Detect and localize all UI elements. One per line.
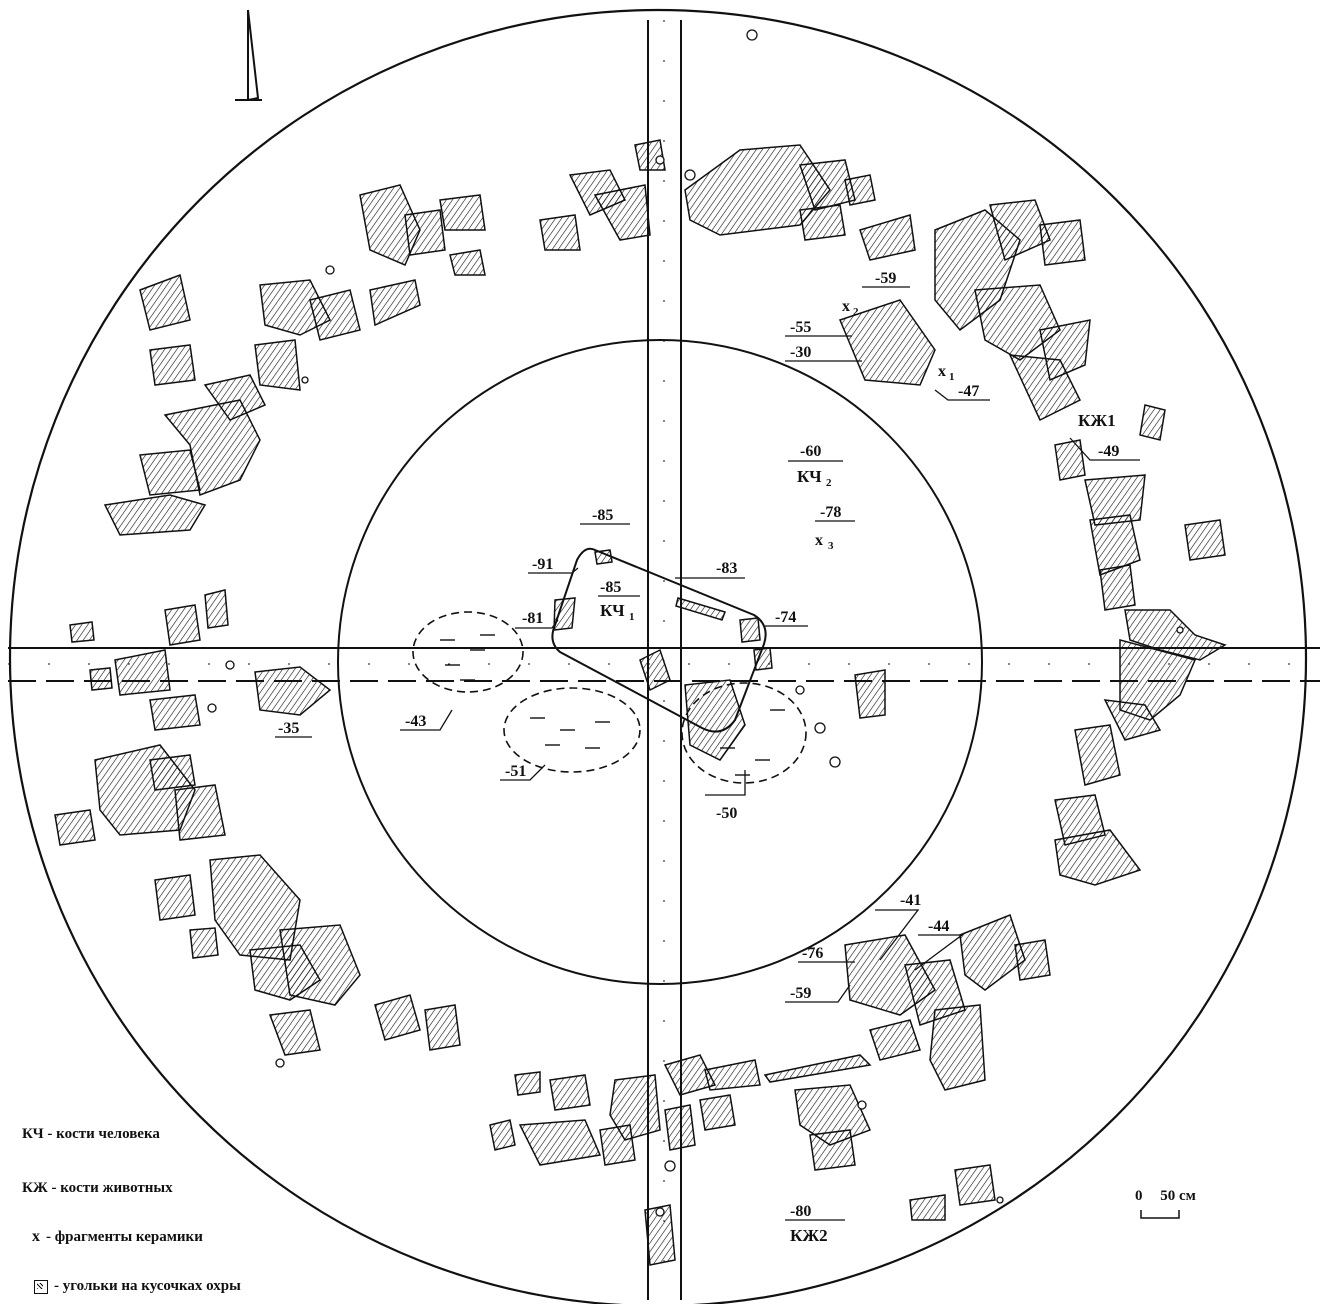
label-depth-59-bottom: -59: [790, 985, 811, 1002]
label-kch1: КЧ: [600, 601, 625, 620]
label-depth-35: -35: [278, 720, 299, 737]
legend-ceramics: х - фрагменты керамики: [32, 1228, 203, 1246]
label-depth-74: -74: [775, 609, 796, 626]
label-depth-83: -83: [716, 560, 737, 577]
label-depth-51: -51: [505, 763, 526, 780]
label-depth-30: -30: [790, 344, 811, 361]
north-arrow-icon: [235, 9, 262, 101]
label-depth-85-top: -85: [592, 507, 613, 524]
legend-kzh-text: КЖ - кости животных: [22, 1180, 173, 1196]
legend-kzh: КЖ - кости животных: [22, 1180, 173, 1197]
label-depth-50: -50: [716, 805, 737, 822]
label-depth-55: -55: [790, 319, 811, 336]
stone-clusters: [54, 139, 1227, 1266]
label-depth-81: -81: [522, 610, 543, 627]
scale-value: 50 см: [1160, 1188, 1196, 1204]
label-depth-60: -60: [800, 443, 821, 460]
scale-bar: 0 50 см: [1135, 1188, 1196, 1219]
label-depth-44: -44: [928, 918, 949, 935]
hatched-square-icon: [34, 1279, 48, 1294]
leader-lines: [275, 286, 1140, 1221]
depth-labels: -59 х 2 -55 -30 х 1 -47 КЖ1 -49 -60 КЧ 2…: [278, 270, 1119, 1245]
label-depth-85-mid: -85: [600, 579, 621, 596]
small-stones: [207, 29, 1184, 1217]
label-depth-80: -80: [790, 1203, 811, 1220]
label-depth-59-top: -59: [875, 270, 896, 287]
ceramic-marker-x3: х: [815, 532, 823, 549]
ceramic-marker-x1-sub: 1: [949, 371, 955, 383]
inner-ring: [337, 339, 983, 985]
legend-ceramics-text: - фрагменты керамики: [46, 1228, 203, 1245]
label-depth-47: -47: [958, 383, 979, 400]
ceramics-cross-icon: х: [32, 1228, 40, 1245]
label-kch1-sub: 1: [629, 611, 635, 623]
label-kch2: КЧ: [797, 467, 822, 486]
label-depth-76: -76: [802, 945, 823, 962]
label-depth-43: -43: [405, 713, 426, 730]
ceramic-marker-x2: х: [842, 298, 850, 315]
label-depth-41: -41: [900, 892, 921, 909]
ceramic-marker-x2-sub: 2: [853, 306, 859, 318]
scale-line: [1140, 1210, 1180, 1219]
label-kch2-sub: 2: [826, 477, 832, 489]
scale-zero: 0: [1135, 1188, 1143, 1204]
legend-kch: КЧ - кости человека: [22, 1126, 160, 1143]
dashed-zones: [412, 611, 807, 784]
zone-hatching: [440, 634, 785, 776]
label-kzh1: КЖ1: [1078, 411, 1116, 430]
legend-ochre: - угольки на кусочках охры: [34, 1278, 241, 1295]
label-depth-91: -91: [532, 556, 553, 573]
ceramic-marker-x3-sub: 3: [828, 540, 834, 552]
outer-ring: [9, 9, 1307, 1304]
label-kzh2: КЖ2: [790, 1226, 828, 1245]
label-depth-49: -49: [1098, 443, 1119, 460]
ceramic-marker-x1: х: [938, 363, 946, 380]
legend-ochre-text: - угольки на кусочках охры: [54, 1278, 241, 1294]
legend-kch-text: КЧ - кости человека: [22, 1126, 160, 1142]
label-depth-78: -78: [820, 504, 841, 521]
